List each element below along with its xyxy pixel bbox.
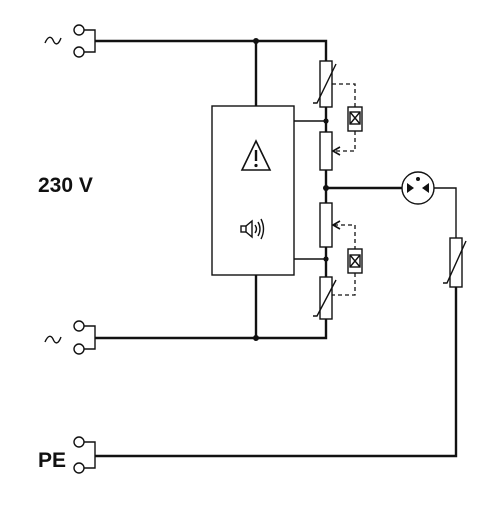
tilde-ac-icon <box>44 36 62 45</box>
varistor-bottom <box>313 276 337 320</box>
tilde-ac-icon <box>44 335 62 344</box>
terminal-circle <box>73 436 85 448</box>
terminal-circle <box>73 343 85 355</box>
terminal-circle <box>73 320 85 332</box>
ac-terminal-bottom <box>44 320 96 355</box>
varistor-pe <box>443 237 467 288</box>
gdt-to-pe-wire <box>434 187 457 238</box>
varistor-top <box>313 60 337 108</box>
thermal-disconnect-icon <box>347 248 363 274</box>
voltage-label: 230 V <box>38 174 93 197</box>
junction-dot <box>323 118 329 124</box>
gas-discharge-tube-icon <box>401 171 435 205</box>
ac-terminal-top <box>44 24 96 58</box>
thermal-disconnect-bottom <box>319 202 363 296</box>
pe-wire <box>95 287 458 458</box>
junction-dot <box>253 38 259 44</box>
terminal-circle <box>73 462 85 474</box>
speaker-icon <box>240 218 265 240</box>
bottom-rail-wire <box>95 319 328 340</box>
junction-dot <box>323 256 329 262</box>
junction-dot <box>253 335 259 341</box>
pe-terminal <box>73 436 96 474</box>
monitoring-module <box>211 105 295 276</box>
thermal-disconnect-top <box>319 83 363 171</box>
terminal-circle <box>73 24 85 36</box>
module-box <box>211 105 295 276</box>
pe-label: PE <box>38 449 67 472</box>
junctions <box>253 38 329 341</box>
junction-dot <box>323 185 329 191</box>
top-rail-wire <box>95 39 328 61</box>
terminal-circle <box>73 46 85 58</box>
wiring <box>95 39 458 458</box>
warning-triangle-icon <box>240 139 272 171</box>
thermal-disconnect-icon <box>347 106 363 132</box>
